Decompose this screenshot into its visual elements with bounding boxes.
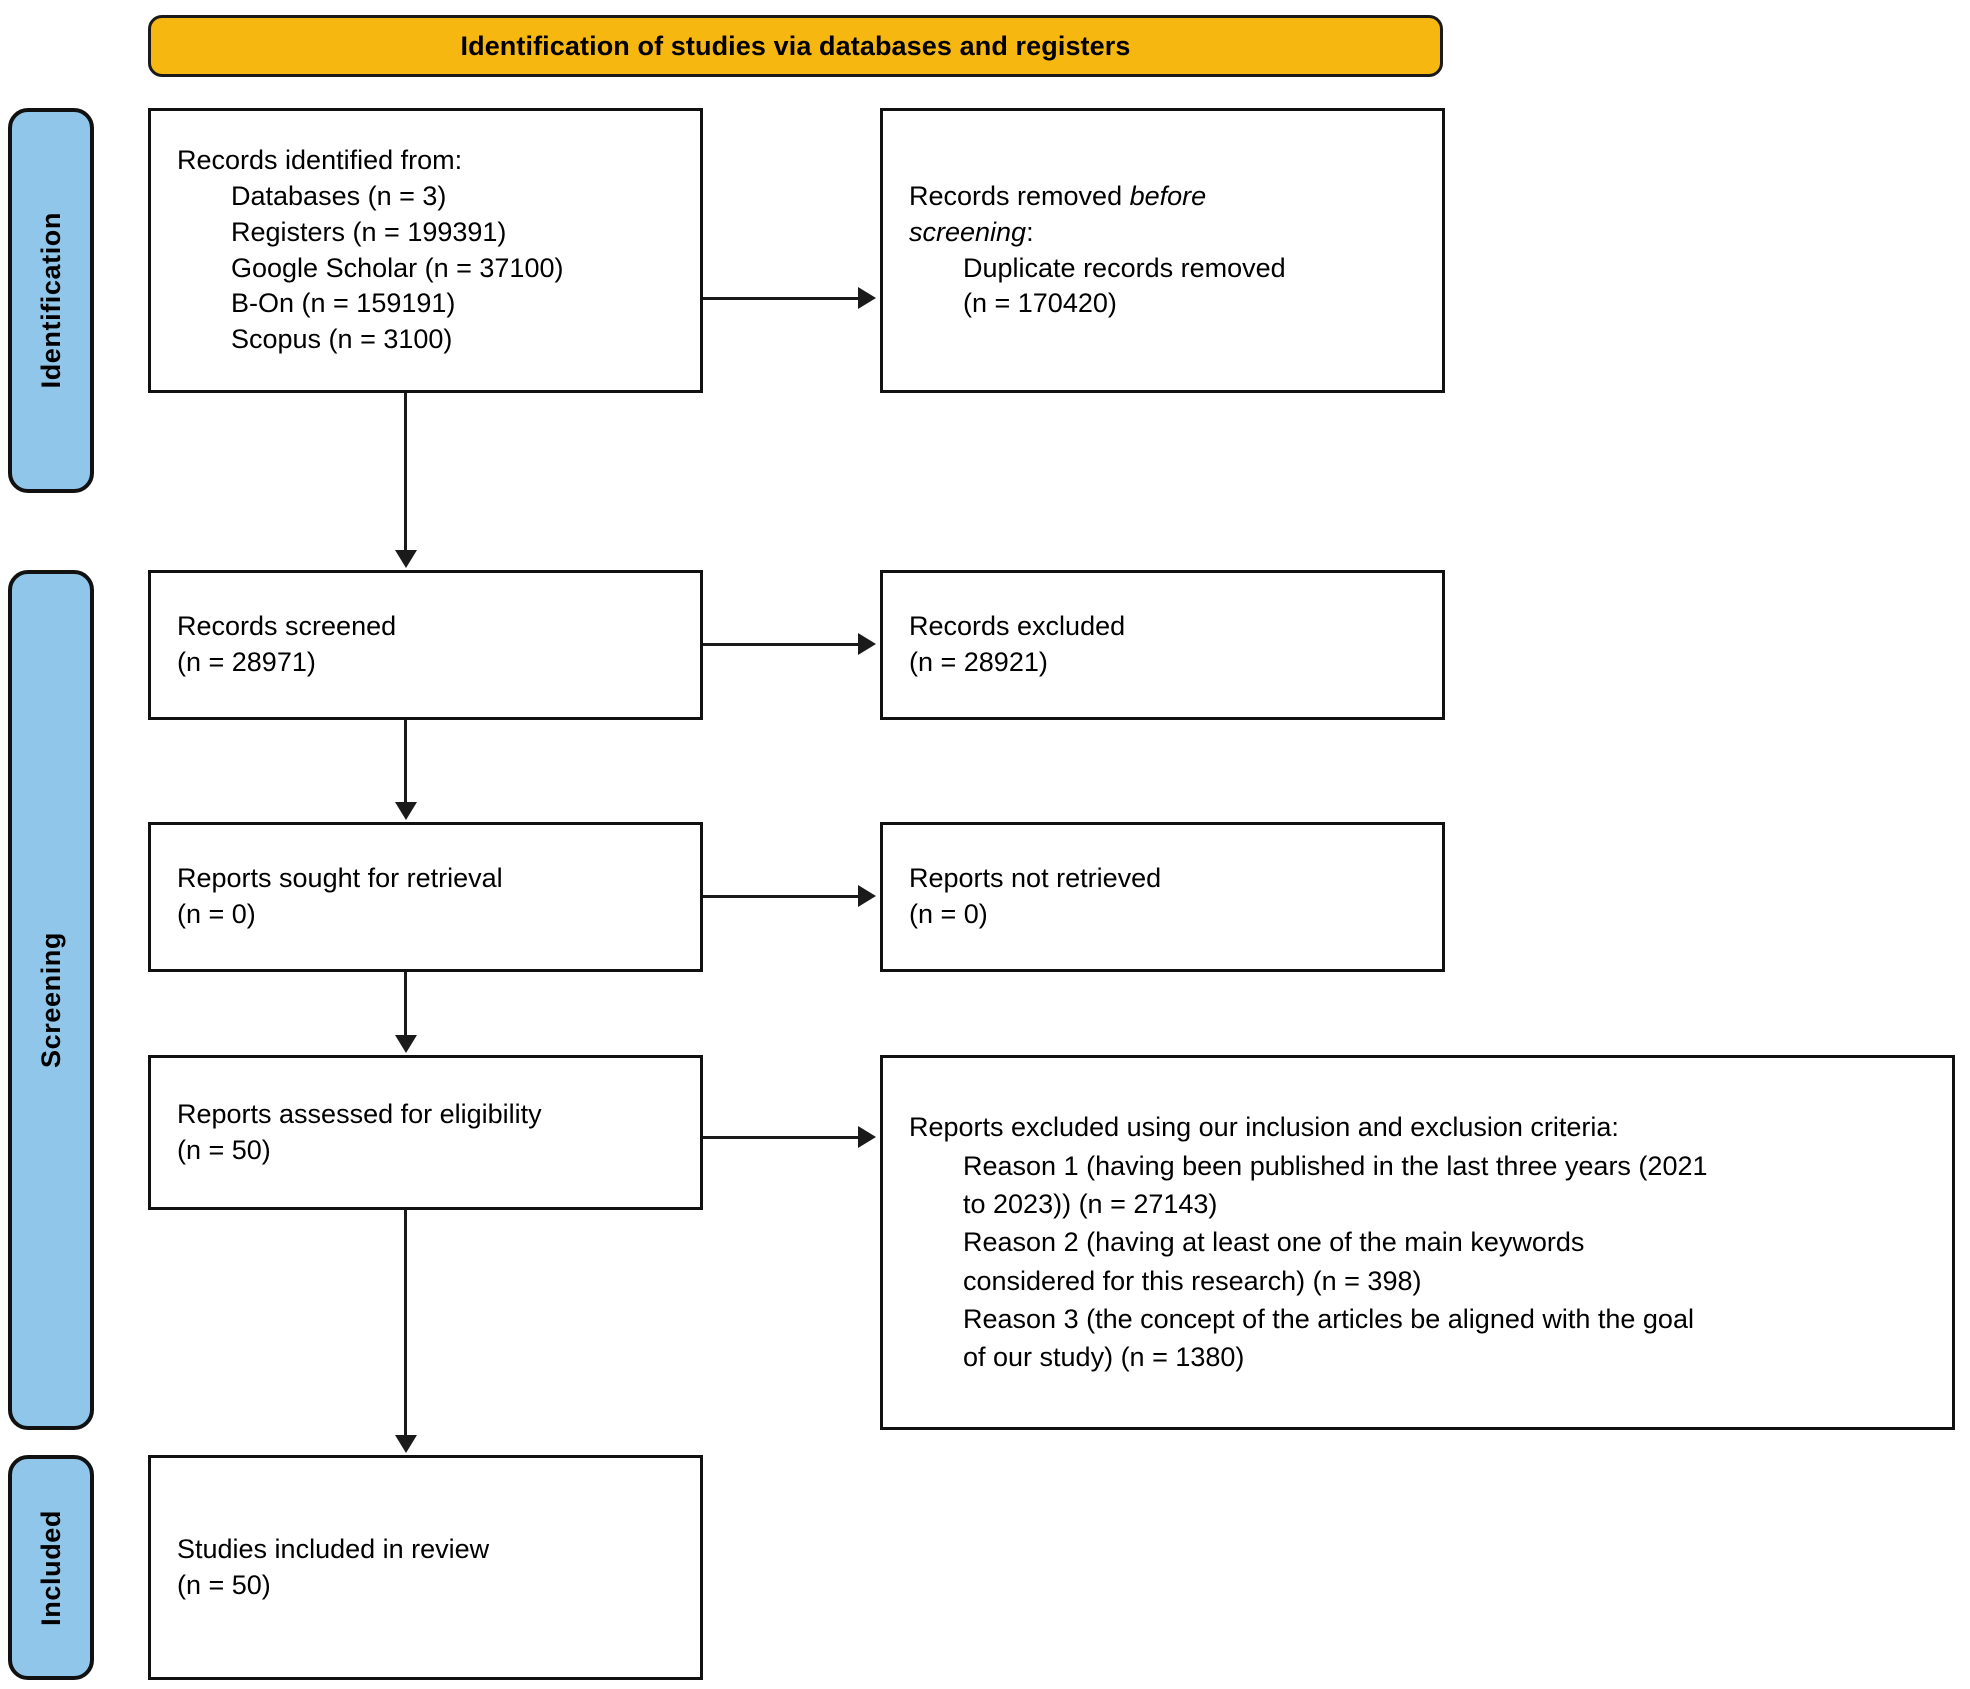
arrowhead-screened-to-sought [395,802,417,820]
box-records-screened: Records screened (n = 28971) [148,570,703,720]
records-removed-heading-line1: Records removed before [909,179,1416,215]
reports-assessed-count: (n = 50) [177,1134,271,1165]
reports-assessed-label: Reports assessed for eligibility [177,1098,542,1129]
arrowhead-identified-to-removed [858,287,876,309]
studies-included-count: (n = 50) [177,1569,271,1600]
connector-screened-to-excluded [703,643,858,646]
records-removed-heading-line2: screening: [909,215,1416,251]
arrowhead-assessed-to-included [395,1435,417,1453]
arrowhead-sought-to-not-retrieved [858,885,876,907]
box-records-removed: Records removed before screening: Duplic… [880,108,1445,393]
reports-excluded-reason3-line2: of our study) (n = 1380) [963,1342,1245,1373]
stage-tab-screening: Screening [8,570,94,1430]
records-removed-heading-emphasis-screening: screening [909,216,1027,247]
connector-screened-to-sought [404,720,407,804]
records-identified-heading: Records identified from: [177,144,463,175]
reports-excluded-reason1-line1: Reason 1 (having been published in the l… [963,1150,1708,1181]
records-identified-bon: B-On (n = 159191) [231,288,456,319]
stage-label-screening: Screening [35,932,66,1068]
reports-excluded-reason3-line1: Reason 3 (the concept of the articles be… [963,1303,1694,1334]
records-removed-heading-emphasis-before: before [1129,180,1207,211]
reports-excluded-reason2-line2: considered for this research) (n = 398) [963,1265,1422,1296]
records-identified-registers: Registers (n = 199391) [231,216,507,247]
connector-identified-to-screened [404,393,407,552]
connector-assessed-to-included [404,1210,407,1437]
box-reports-excluded-reasons: Reports excluded using our inclusion and… [880,1055,1955,1430]
studies-included-label: Studies included in review [177,1533,490,1564]
box-studies-included: Studies included in review (n = 50) [148,1455,703,1680]
box-reports-assessed: Reports assessed for eligibility (n = 50… [148,1055,703,1210]
records-identified-scopus: Scopus (n = 3100) [231,324,453,355]
records-identified-databases: Databases (n = 3) [231,180,447,211]
reports-excluded-reason1-line2: to 2023)) (n = 27143) [963,1189,1218,1219]
records-screened-count: (n = 28971) [177,647,316,677]
arrowhead-sought-to-assessed [395,1035,417,1053]
connector-sought-to-assessed [404,972,407,1037]
stage-tab-included: Included [8,1455,94,1680]
arrowhead-screened-to-excluded [858,633,876,655]
connector-identified-to-removed [703,297,858,300]
arrowhead-identified-to-screened [395,550,417,568]
diagram-title-banner: Identification of studies via databases … [148,15,1443,77]
stage-tab-identification: Identification [8,108,94,493]
records-removed-heading-colon: : [1026,216,1034,247]
connector-sought-to-not-retrieved [703,895,858,898]
records-excluded-label: Records excluded [909,611,1126,642]
box-records-identified: Records identified from: Databases (n = … [148,108,703,393]
diagram-title: Identification of studies via databases … [460,30,1131,61]
reports-excluded-heading: Reports excluded using our inclusion and… [909,1112,1619,1143]
connector-assessed-to-reports-excluded [703,1136,858,1139]
arrowhead-assessed-to-reports-excluded [858,1126,876,1148]
box-records-excluded: Records excluded (n = 28921) [880,570,1445,720]
records-excluded-count: (n = 28921) [909,647,1048,677]
reports-excluded-reason2-line1: Reason 2 (having at least one of the mai… [963,1227,1585,1258]
records-removed-heading-text: Records removed [909,180,1130,211]
records-identified-google-scholar: Google Scholar (n = 37100) [231,252,564,283]
box-reports-not-retrieved: Reports not retrieved (n = 0) [880,822,1445,972]
reports-not-retrieved-label: Reports not retrieved [909,863,1162,894]
box-reports-sought: Reports sought for retrieval (n = 0) [148,822,703,972]
reports-not-retrieved-count: (n = 0) [909,899,988,929]
reports-sought-count: (n = 0) [177,899,256,929]
stage-label-identification: Identification [35,212,66,389]
records-screened-label: Records screened [177,611,397,642]
stage-label-included: Included [35,1509,66,1626]
duplicate-records-removed-label: Duplicate records removed [963,252,1286,283]
reports-sought-label: Reports sought for retrieval [177,863,503,894]
duplicate-records-removed-count: (n = 170420) [963,288,1117,319]
